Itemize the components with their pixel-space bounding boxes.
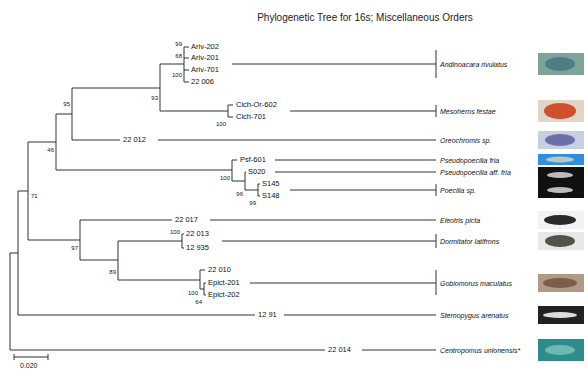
sample-label: Cich-Or-602 <box>236 101 277 109</box>
tip-branch <box>184 47 189 82</box>
fish-photo <box>538 339 584 361</box>
species-line <box>275 172 436 173</box>
bootstrap-value: 96 <box>236 191 243 197</box>
inner-branch <box>56 114 232 170</box>
species-name: Pseudopoecilia aff. fria <box>440 169 511 176</box>
species-line <box>250 270 436 295</box>
species-line <box>158 140 436 141</box>
species-name: Andinoacara rivulatus <box>440 61 507 68</box>
branch-lines <box>10 47 325 350</box>
species-name: Sternopygus arenatus <box>440 312 509 319</box>
species-name: Gobiomorus maculatus <box>440 280 512 287</box>
species-line <box>232 50 436 78</box>
bootstrap-value: 99 <box>175 41 182 47</box>
species-name: Dormitator latifrons <box>440 238 499 245</box>
species-name: Centropomus unionensis* <box>440 347 520 354</box>
sample-label: S145 <box>262 180 280 188</box>
fish-photo <box>538 306 584 324</box>
sample-label: 22 014 <box>328 346 351 354</box>
bootstrap-value: 100 <box>220 175 230 181</box>
fish-body <box>545 57 575 71</box>
inner-branch <box>72 88 160 140</box>
sample-label: Epict-202 <box>208 291 240 299</box>
bootstrap-value: 100 <box>170 229 180 235</box>
fish-body <box>547 172 573 178</box>
sample-label: Epict-201 <box>208 279 240 287</box>
root-branch <box>10 253 325 350</box>
species-line <box>275 160 436 161</box>
fish-body <box>547 187 573 193</box>
inner-branch <box>18 191 255 315</box>
bootstrap-value: 100 <box>172 72 182 78</box>
bootstrap-value: 64 <box>195 299 202 305</box>
sample-label: 22 013 <box>186 230 209 238</box>
species-line <box>362 350 436 351</box>
bootstrap-value: 97 <box>71 245 78 251</box>
sample-label: S020 <box>248 168 266 176</box>
sample-label: S148 <box>262 192 280 200</box>
sample-label: 12 935 <box>186 244 209 252</box>
species-name: Oreochromis sp. <box>440 137 491 144</box>
bootstrap-value: 95 <box>63 101 70 107</box>
sample-label: 22 010 <box>208 266 231 274</box>
fish-photo <box>538 131 584 149</box>
fish-photo <box>538 274 584 292</box>
fish-body <box>544 215 576 225</box>
tip-branch <box>258 184 260 196</box>
species-line <box>222 234 436 248</box>
bootstrap-value: 89 <box>109 269 116 275</box>
fish-body <box>544 103 576 119</box>
bootstrap-value: 93 <box>151 95 158 101</box>
fish-body <box>545 345 575 355</box>
tip-branch <box>228 105 233 117</box>
inner-branch <box>28 142 80 240</box>
bootstrap-value: 99 <box>249 200 256 206</box>
species-line <box>290 105 436 117</box>
inner-branch <box>160 64 228 111</box>
bootstrap-value: 100 <box>188 290 198 296</box>
fish-body <box>545 134 575 146</box>
fish-body <box>546 157 574 163</box>
sample-label: 22 006 <box>191 78 214 86</box>
sample-label: Ariv-201 <box>191 54 219 62</box>
bootstrap-value: 46 <box>47 147 54 153</box>
species-name: Eleotris picta <box>440 217 480 224</box>
sample-label: Ariv-701 <box>191 66 219 74</box>
species-line <box>290 184 436 196</box>
species-name: Pseudopoecilia fria <box>440 157 499 164</box>
sample-label: Cich-701 <box>236 113 266 121</box>
sample-label: 12 91 <box>258 311 277 319</box>
scale-label: 0.020 <box>20 362 38 369</box>
fish-body <box>543 312 577 318</box>
scale-bar <box>14 354 48 360</box>
sample-label: 22 012 <box>123 136 146 144</box>
species-line <box>284 315 436 316</box>
sample-label: 22 017 <box>175 216 198 224</box>
fish-photo <box>538 211 584 229</box>
species-line <box>210 220 436 221</box>
fish-photo <box>538 167 584 198</box>
fish-body <box>543 278 577 288</box>
fish-body <box>545 235 575 247</box>
fish-photo <box>538 100 584 122</box>
sample-label: Psf-601 <box>240 156 266 164</box>
inner-branch <box>80 220 172 260</box>
tip-branch <box>204 283 206 295</box>
bootstrap-value: 100 <box>216 121 226 127</box>
sample-label: Ariv-202 <box>191 43 219 51</box>
chart-title: Phylogenetic Tree for 16s; Miscellaneous… <box>257 13 473 23</box>
species-name: Poecilia sp. <box>440 187 476 194</box>
tip-branch <box>182 234 184 248</box>
fish-photo <box>538 154 584 165</box>
species-name: Mesoheros festae <box>440 108 496 115</box>
fish-photos <box>538 53 584 361</box>
bootstrap-value: 68 <box>175 53 182 59</box>
fish-photo <box>538 232 584 250</box>
bootstrap-value: 71 <box>31 193 38 199</box>
fish-photo <box>538 53 584 75</box>
species-lines <box>14 50 436 360</box>
